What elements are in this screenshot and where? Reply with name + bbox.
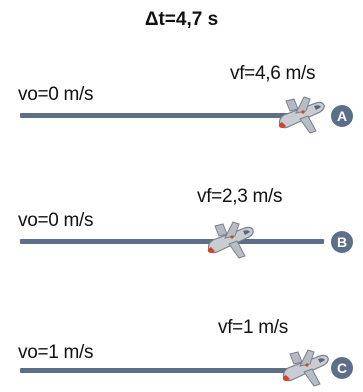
airplane-icon: [282, 349, 329, 387]
final-velocity-label: vf=1 m/s: [218, 317, 288, 338]
scenario-badge: C: [331, 357, 353, 379]
initial-velocity-label: vo=1 m/s: [18, 342, 94, 363]
track-line: [20, 113, 298, 118]
scenario-a: vo=0 m/s vf=4,6 m/s A: [0, 0, 363, 134]
airplane-icon: [207, 221, 254, 259]
final-velocity-label: vf=4,6 m/s: [230, 63, 316, 84]
initial-velocity-label: vo=0 m/s: [18, 84, 94, 105]
initial-velocity-label: vo=0 m/s: [18, 210, 94, 231]
scenario-badge: B: [331, 231, 353, 253]
track-line: [20, 368, 310, 373]
time-interval-title: Δt=4,7 s: [144, 9, 219, 30]
track-line: [20, 239, 324, 244]
final-velocity-label: vf=2,3 m/s: [197, 186, 283, 207]
scenario-b: vo=0 m/s vf=2,3 m/s B: [0, 0, 363, 259]
scenario-badge: A: [331, 105, 353, 127]
